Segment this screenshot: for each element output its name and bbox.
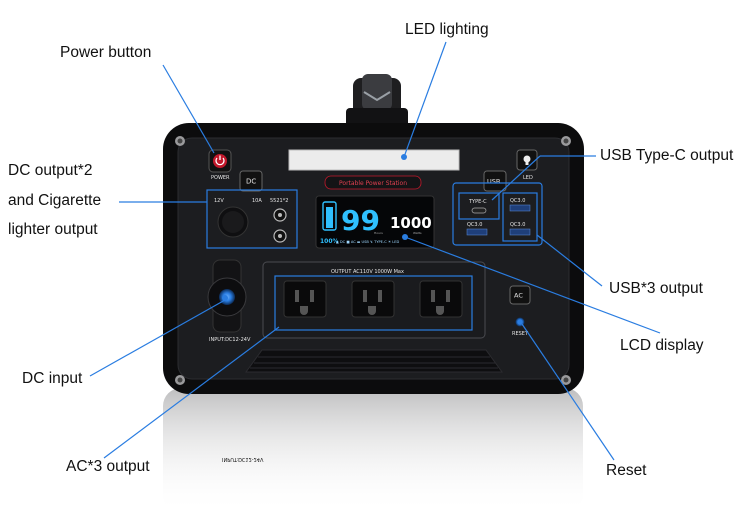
svg-text:QC3.0: QC3.0: [467, 222, 482, 228]
reflection-text: INPUT:DC12-24V: [222, 456, 264, 462]
lcd-output: 1000: [390, 214, 432, 232]
power-button[interactable]: [208, 149, 232, 173]
led-button[interactable]: [516, 149, 538, 171]
ac-outlet-1: [283, 280, 327, 318]
dc5521-ports: [273, 208, 287, 243]
ac-outlets-highlight: [274, 275, 473, 331]
lcd-percent: 100%: [320, 238, 339, 245]
svg-text:10A: 10A: [252, 198, 262, 204]
input-label: INPUT:DC12-24V: [209, 337, 251, 343]
usb3-label: USB*3 output: [609, 280, 703, 297]
usb3-highlight: [502, 192, 538, 242]
svg-text:12V: 12V: [214, 198, 224, 204]
reset-callout-label: Reset: [606, 462, 647, 479]
usb-section-frame: [452, 182, 543, 246]
cigarette-socket: [217, 206, 249, 238]
ac-outlet-3: [419, 280, 463, 318]
power-button-label: Power button: [60, 44, 152, 61]
power-label: POWER: [211, 175, 230, 181]
dc-button[interactable]: DC: [239, 170, 263, 192]
dc-output-label-3: lighter output: [8, 221, 98, 238]
dc-output-highlight: [206, 189, 298, 249]
dc-input-label: DC input: [22, 370, 83, 387]
svg-text:5521*2: 5521*2: [270, 198, 288, 204]
svg-text:DC: DC: [246, 178, 256, 186]
led-label: LED: [523, 175, 533, 181]
dc-output-label-2: and Cigarette: [8, 192, 102, 209]
dc-output-label-1: DC output*2: [8, 162, 93, 179]
ac-outlet-2: [351, 280, 395, 318]
lcd-display-label: LCD display: [620, 337, 704, 354]
ac-button[interactable]: AC: [509, 285, 531, 305]
brand-badge: [324, 175, 422, 190]
brand-label: Portable Power Station: [339, 180, 407, 187]
led-light-bar: [288, 149, 460, 171]
typec-port: [471, 207, 487, 214]
corner-screws: [175, 136, 571, 385]
reset-label: RESET: [512, 331, 529, 337]
vent-grille: [245, 349, 503, 373]
svg-text:Hours: Hours: [374, 231, 383, 235]
ac3-output-label: AC*3 output: [66, 458, 150, 475]
svg-text:QC3.0: QC3.0: [510, 222, 525, 228]
ac-output-label: OUTPUT AC110V 1000W Max: [331, 269, 404, 275]
svg-text:AC: AC: [514, 292, 523, 300]
svg-text:TYPE-C: TYPE-C: [468, 199, 487, 205]
lcd-display: 99 1000 Hours Watts 100% ▲ DC ■ AC ▬ USB…: [315, 195, 435, 249]
usb-typec-label: USB Type-C output: [600, 147, 734, 164]
svg-text:Watts: Watts: [413, 231, 422, 235]
typec-highlight: [458, 192, 500, 220]
floor-reflection: [163, 388, 583, 513]
lcd-battery: 99: [341, 204, 380, 237]
leader-lines: [89, 41, 661, 461]
svg-text:USB: USB: [487, 178, 500, 186]
lcd-status: ▲ DC ■ AC ▬ USB ↯ TYPE-C ☀ LED: [336, 240, 400, 244]
led-lighting-label: LED lighting: [405, 21, 489, 38]
svg-text:QC3.0: QC3.0: [510, 198, 525, 204]
usb-button[interactable]: USB: [483, 170, 507, 192]
